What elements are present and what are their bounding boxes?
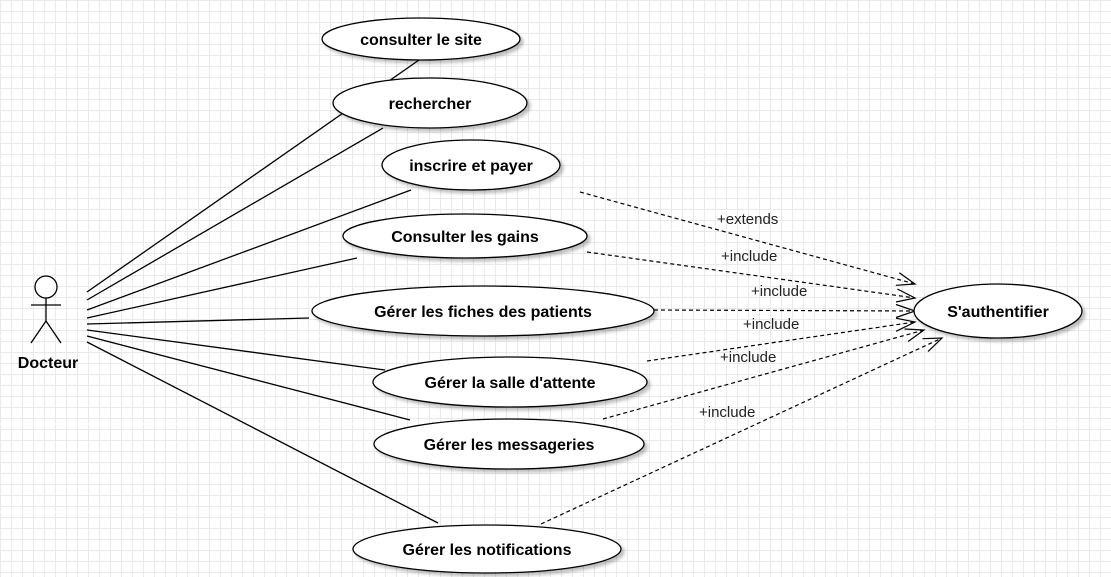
actor-label: Docteur [18,355,78,372]
dependency-arrowhead-uc8 [922,337,944,353]
use-case-ellipse [913,283,1083,339]
use-case-label: rechercher [389,96,472,113]
dependency-arrowhead-uc5 [895,303,917,319]
use-case-label: Gérer les notifications [403,542,572,559]
association-uc5 [86,317,310,325]
use-case-ellipse [373,418,645,470]
use-case-label: Consulter les gains [391,229,539,246]
use-case-label: Gérer les messageries [424,437,595,454]
relation-label-uc6: +include [743,316,799,333]
use-case-label: consulter le site [360,32,482,49]
dependency-line-uc3 [579,191,916,285]
actor-docteur[interactable] [30,275,62,344]
relation-label-uc8: +include [699,404,755,421]
dependency-line-uc6 [646,321,916,362]
use-case-label: inscrire et payer [409,158,533,175]
use-case-ellipse [332,77,528,129]
dependency-arrowhead-uc3 [895,272,917,286]
use-case-authentifier[interactable]: S'authentifier [913,283,1083,339]
use-case-ellipse [381,139,561,191]
use-case-ellipse [352,524,622,574]
relation-label-uc7: +include [720,349,776,366]
dependency-line-uc7 [602,329,925,420]
association-uc2 [86,127,384,301]
use-case-uc5[interactable]: Gérer les fiches des patients [311,285,655,337]
association-uc7 [86,335,411,421]
dependency-arrowhead-uc4 [895,288,917,303]
relation-labels: +extends +include +include +include +inc… [699,211,807,421]
dependency-line-uc5 [653,309,916,312]
use-case-ellipse [372,356,648,408]
dependency-line-uc8 [540,337,943,525]
use-case-label: Gérer les fiches des patients [374,304,592,321]
association-uc6 [86,329,386,371]
use-case-ellipse [321,17,521,61]
dependency-arrowhead-uc7 [904,328,926,342]
use-case-uc8[interactable]: Gérer les notifications [352,524,622,574]
association-uc3 [86,189,412,311]
use-case-uc7[interactable]: Gérer les messageries [373,418,645,470]
relation-label-uc4: +include [721,248,777,265]
use-case-uc1[interactable]: consulter le site [321,17,521,61]
actor-head [34,275,58,299]
use-case-uc4[interactable]: Consulter les gains [342,213,588,259]
use-case-label: Gérer la salle d'attente [425,375,596,392]
use-case-uc6[interactable]: Gérer la salle d'attente [372,356,648,408]
actor-right-leg [45,320,62,344]
use-case-uc2[interactable]: rechercher [332,77,528,129]
relation-label-uc5: +include [751,283,807,300]
association-uc8 [86,341,439,524]
dependencies [540,191,944,525]
association-uc4 [86,257,358,319]
dependency-line-uc4 [586,251,916,299]
use-case-ellipse [342,213,588,259]
actor-left-leg [30,320,47,344]
relation-label-uc3: +extends [717,211,778,228]
use-case-uc3[interactable]: inscrire et payer [381,139,561,191]
dependency-arrowhead-uc6 [895,317,917,332]
use-case-ellipse [311,285,655,337]
use-case-label: S'authentifier [947,304,1049,321]
